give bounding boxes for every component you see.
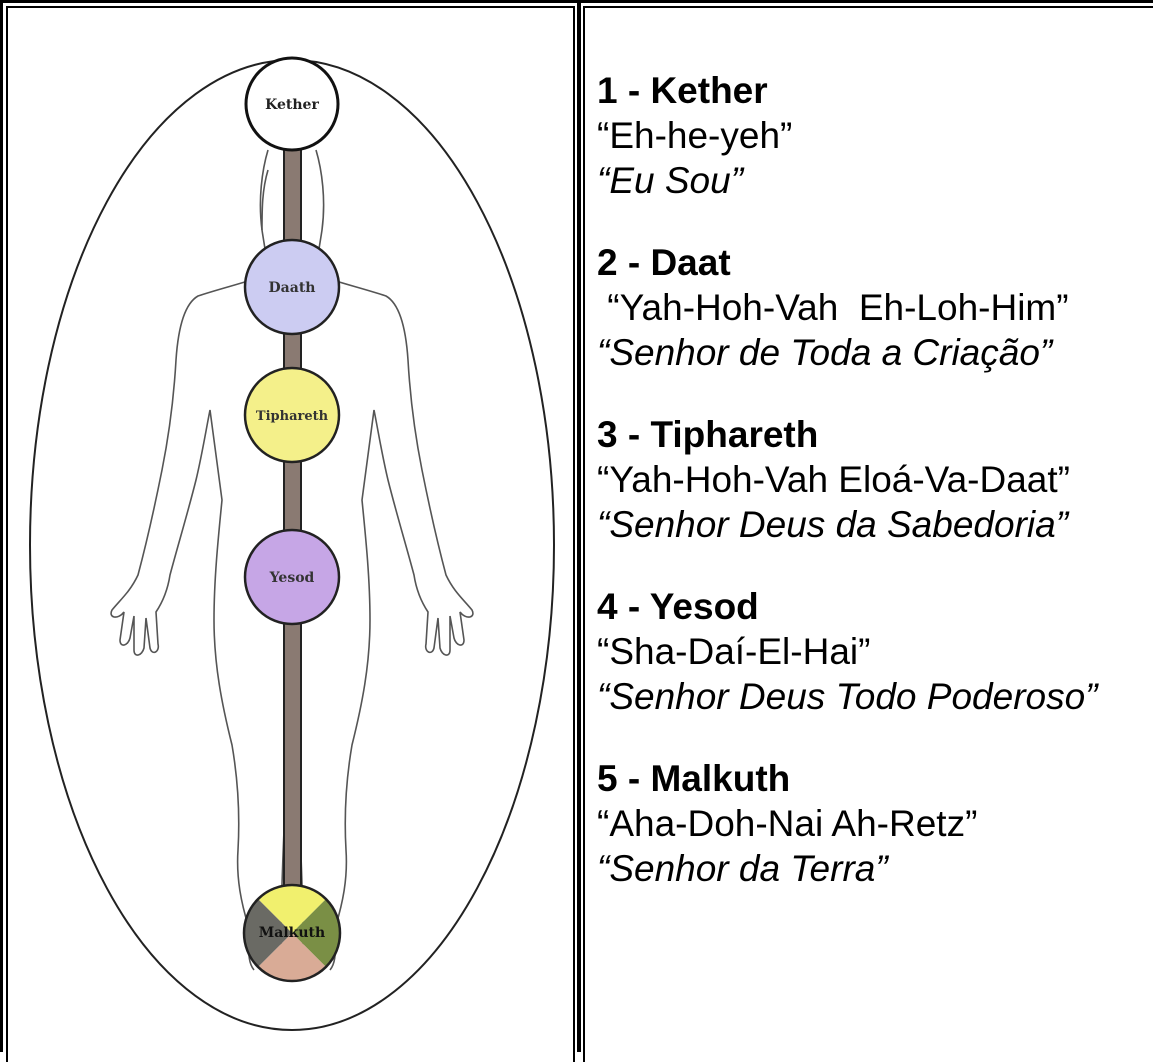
entry-title: 4 - Yesod xyxy=(597,584,1149,629)
entry-title: 2 - Daat xyxy=(597,240,1149,285)
entry-daat: 2 - Daat “Yah-Hoh-Vah Eh-Loh-Him” “Senho… xyxy=(597,240,1149,375)
entry-divine-name: “Yah-Hoh-Vah Eloá-Va-Daat” xyxy=(597,457,1149,502)
sephiroth-body-diagram: Kether Daath Tiphareth Yesod Malkuth xyxy=(0,0,581,1052)
entry-title: 5 - Malkuth xyxy=(597,756,1149,801)
node-label-malkuth: Malkuth xyxy=(259,925,325,941)
node-yesod: Yesod xyxy=(245,530,339,624)
entry-meaning: “Senhor da Terra” xyxy=(597,846,1149,891)
entry-kether: 1 - Kether “Eh-he-yeh” “Eu Sou” xyxy=(597,68,1149,203)
node-daath: Daath xyxy=(245,240,339,334)
sephiroth-list: 1 - Kether “Eh-he-yeh” “Eu Sou” 2 - Daat… xyxy=(597,68,1149,928)
entry-meaning: “Senhor Deus da Sabedoria” xyxy=(597,502,1149,547)
node-kether: Kether xyxy=(246,58,338,150)
entry-divine-name: “Sha-Daí-El-Hai” xyxy=(597,629,1149,674)
node-label-yesod: Yesod xyxy=(269,570,315,586)
node-label-kether: Kether xyxy=(265,97,319,113)
node-tiphareth: Tiphareth xyxy=(245,368,339,462)
entry-meaning: “Senhor Deus Todo Poderoso” xyxy=(597,674,1149,719)
entry-yesod: 4 - Yesod “Sha-Daí-El-Hai” “Senhor Deus … xyxy=(597,584,1149,719)
entry-title: 1 - Kether xyxy=(597,68,1149,113)
entry-divine-name: “Eh-he-yeh” xyxy=(597,113,1149,158)
node-label-daath: Daath xyxy=(269,280,316,296)
entry-malkuth: 5 - Malkuth “Aha-Doh-Nai Ah-Retz” “Senho… xyxy=(597,756,1149,891)
entry-meaning: “Senhor de Toda a Criação” xyxy=(597,330,1149,375)
node-malkuth: Malkuth xyxy=(244,885,340,981)
entry-title: 3 - Tiphareth xyxy=(597,412,1149,457)
entry-tiphareth: 3 - Tiphareth “Yah-Hoh-Vah Eloá-Va-Daat”… xyxy=(597,412,1149,547)
entry-divine-name: “Aha-Doh-Nai Ah-Retz” xyxy=(597,801,1149,846)
entry-meaning: “Eu Sou” xyxy=(597,158,1149,203)
node-label-tiphareth: Tiphareth xyxy=(256,409,329,424)
entry-divine-name: “Yah-Hoh-Vah Eh-Loh-Him” xyxy=(597,285,1149,330)
